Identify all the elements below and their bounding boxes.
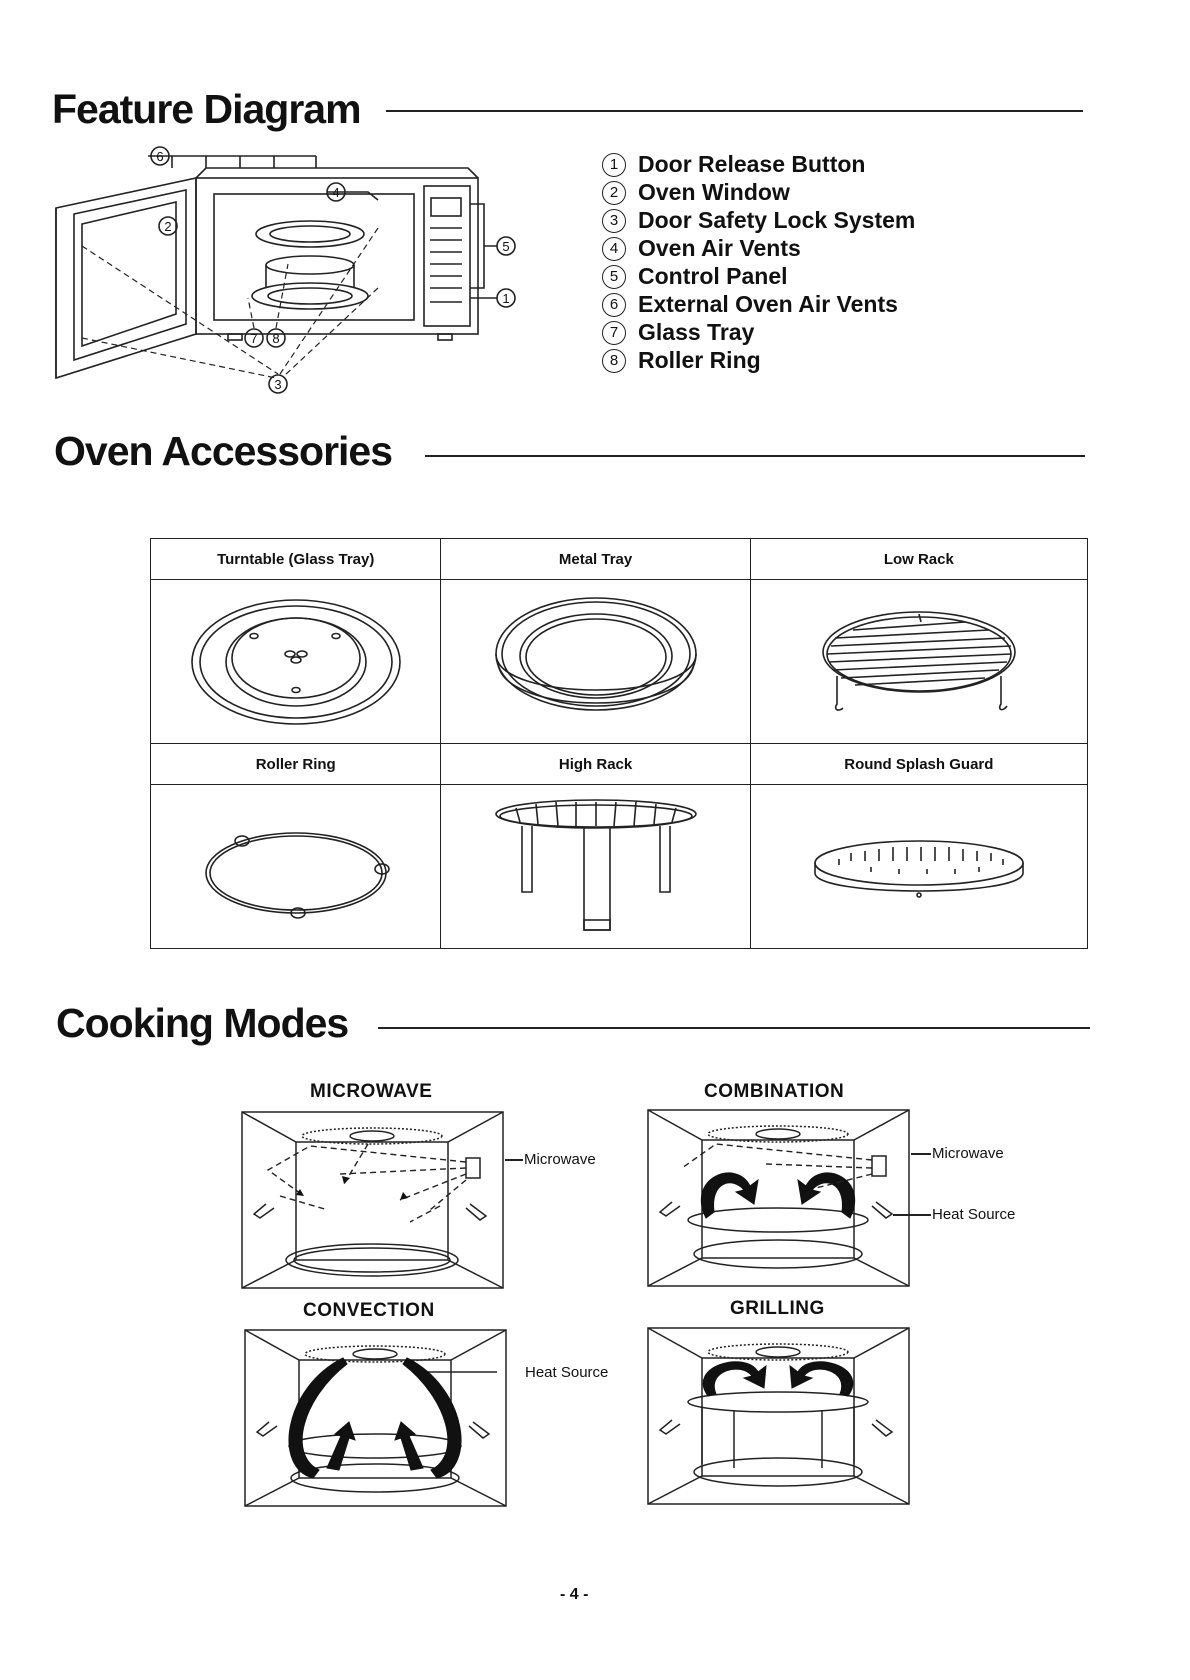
legend-label: Oven Air Vents [638, 235, 801, 261]
legend-label: Door Safety Lock System [638, 207, 916, 233]
mode-callout: Microwave [524, 1151, 596, 1168]
legend-number: 5 [602, 264, 626, 289]
accessory-label: Turntable (Glass Tray) [149, 538, 442, 580]
accessory-label: Round Splash Guard [749, 743, 1089, 785]
callout-leader [893, 1214, 931, 1216]
high-rack-illustration [494, 798, 697, 931]
legend-number: 1 [602, 152, 626, 177]
legend-label: Door Release Button [638, 151, 866, 177]
splash-guard-illustration [814, 839, 1024, 898]
mode-callout: Heat Source [525, 1364, 609, 1381]
low-rack-cell [749, 579, 1089, 744]
glass-tray-cell [149, 579, 442, 744]
mode-callout: Heat Source [932, 1206, 1016, 1223]
legend-label: Control Panel [638, 263, 788, 289]
legend-item: 7 Glass Tray [602, 319, 754, 346]
accessory-label: Metal Tray [440, 538, 751, 580]
mode-title-grilling: GRILLING [730, 1298, 825, 1319]
legend-number: 8 [602, 348, 626, 373]
mode-title-combination: COMBINATION [704, 1081, 845, 1102]
callout-6: 6 [156, 149, 163, 164]
legend-label: Glass Tray [638, 319, 755, 345]
low-rack-illustration [822, 610, 1016, 711]
legend-number: 4 [602, 236, 626, 261]
callout-leader [911, 1153, 931, 1155]
mode-callout: Microwave [932, 1145, 1004, 1162]
legend-item: 3 Door Safety Lock System [602, 207, 915, 234]
splash-guard-cell [749, 784, 1089, 949]
mode-title-convection: CONVECTION [303, 1300, 435, 1321]
callout-2: 2 [164, 219, 171, 234]
legend-item: 6 External Oven Air Vents [602, 291, 898, 318]
convection-mode-illustration [244, 1329, 507, 1507]
legend-item: 5 Control Panel [602, 263, 788, 290]
heading-rule [378, 1027, 1090, 1029]
legend-item: 1 Door Release Button [602, 151, 865, 178]
legend-number: 6 [602, 292, 626, 317]
combination-mode-illustration [647, 1109, 910, 1287]
legend-item: 4 Oven Air Vents [602, 235, 801, 262]
glass-tray-illustration [190, 598, 401, 725]
cooking-modes-heading: Cooking Modes [56, 1000, 349, 1046]
heading-rule [386, 110, 1083, 112]
legend-number: 7 [602, 320, 626, 345]
accessories-table: Turntable (Glass Tray) Metal Tray Low Ra… [149, 538, 1089, 949]
accessory-label: Roller Ring [149, 743, 442, 785]
legend-label: Oven Window [638, 179, 790, 205]
metal-tray-cell [440, 579, 751, 744]
callout-8: 8 [272, 331, 279, 346]
roller-ring-cell [149, 784, 442, 949]
legend-label: Roller Ring [638, 347, 761, 373]
legend-number: 2 [602, 180, 626, 205]
callout-5: 5 [502, 239, 509, 254]
legend-item: 2 Oven Window [602, 179, 790, 206]
oven-accessories-heading: Oven Accessories [54, 428, 393, 474]
grilling-mode-illustration [647, 1327, 910, 1505]
feature-diagram-heading: Feature Diagram [52, 86, 362, 132]
mode-title-microwave: MICROWAVE [310, 1081, 433, 1102]
legend-label: External Oven Air Vents [638, 291, 898, 317]
callout-7: 7 [250, 331, 257, 346]
legend-number: 3 [602, 208, 626, 233]
accessory-label: High Rack [440, 743, 751, 785]
page-number: - 4 - [560, 1586, 589, 1603]
metal-tray-illustration [494, 596, 697, 711]
roller-ring-illustration [204, 831, 390, 919]
callout-1: 1 [502, 291, 509, 306]
heading-rule [425, 455, 1085, 457]
accessory-label: Low Rack [749, 538, 1089, 580]
callout-3: 3 [274, 377, 281, 392]
microwave-oven-illustration: 6 4 2 5 1 7 8 3 [55, 146, 516, 394]
callout-4: 4 [332, 185, 339, 200]
high-rack-cell [440, 784, 751, 949]
microwave-mode-illustration [241, 1111, 504, 1289]
callout-leader [505, 1159, 523, 1161]
legend-item: 8 Roller Ring [602, 347, 761, 374]
